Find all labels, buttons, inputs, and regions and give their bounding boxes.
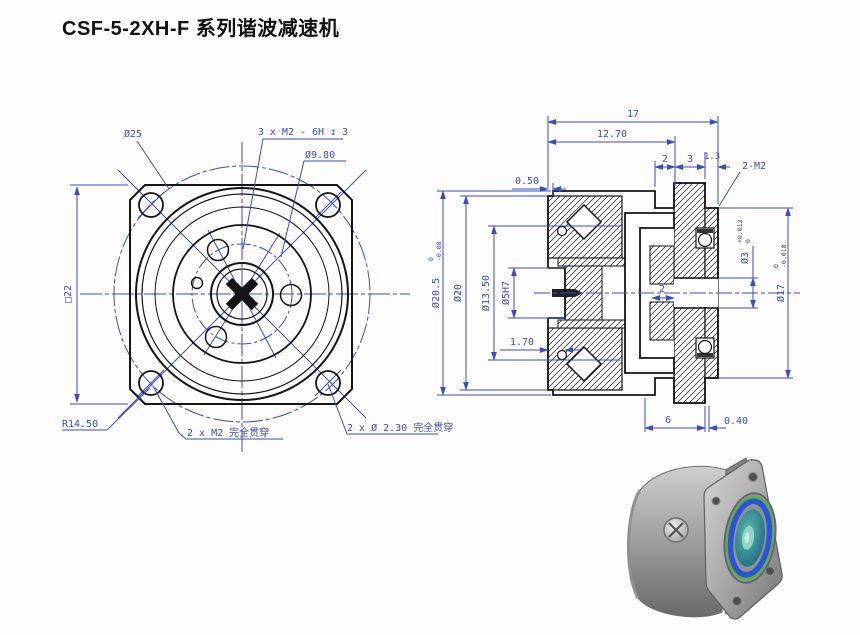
dim-front-2xd230: 2 x Ø 2.30 完全贯穿 — [347, 421, 453, 434]
dim-d3-tol-dn: 0 — [744, 239, 752, 243]
cross-roller-bearing-icon — [556, 203, 603, 383]
dim-d3-tol-up: +0.012 — [736, 219, 744, 243]
dim-2m2-label: 2-M2 — [742, 161, 766, 172]
dim-bottom-6: 6 — [665, 415, 671, 426]
ball-bearing-icon — [695, 227, 715, 359]
section-dimensions: 17 12.70 2 3 1.3 0.50 2-M2 Ø20.5 0 -0.08… — [427, 109, 793, 432]
dim-body-length: 12.70 — [597, 129, 627, 140]
flange-bolt-holes — [711, 471, 776, 607]
section-view: 17 12.70 2 3 1.3 0.50 2-M2 Ø20.5 0 -0.08… — [427, 109, 800, 432]
dim-front-tapped-holes: 3 x M2 - 6H ↧ 3 — [258, 127, 348, 138]
dim-d17: Ø17 — [775, 284, 787, 302]
drawing-title: CSF-5-2XH-F 系列谐波减速机 — [62, 18, 340, 40]
dim-d17-tol-dn: -0.018 — [780, 244, 788, 268]
dim-d5h7: Ø5H7 — [500, 281, 512, 305]
dim-d20: Ø20 — [452, 284, 464, 302]
dim-170: 1.70 — [510, 337, 534, 348]
dim-front-d980: Ø9.80 — [305, 149, 335, 161]
dim-d205-tol-dn: -0.08 — [435, 241, 443, 261]
dim-seg-13: 1.3 — [704, 152, 720, 162]
dim-seg-2: 2 — [662, 154, 668, 165]
product-photo — [626, 457, 783, 620]
dim-d205-tol-up: 0 — [427, 257, 435, 261]
dim-d17-tol-up: 0 — [772, 264, 780, 268]
dim-front-square22: □22 — [63, 285, 74, 303]
dim-d205: Ø20.5 — [430, 278, 442, 308]
dim-bottom-040: 0.40 — [724, 416, 748, 427]
dim-front-d25: Ø25 — [124, 128, 142, 140]
dim-front-r1450: R14.50 — [62, 419, 98, 430]
front-view-dimensions: Ø25 3 x M2 - 6H ↧ 3 Ø9.80 □22 R14.50 2 x… — [62, 127, 453, 440]
dim-d17-group: Ø17 0 -0.018 — [772, 244, 788, 302]
body-edge-highlight — [626, 489, 642, 599]
screw-icon — [663, 517, 689, 543]
dim-total-length: 17 — [627, 109, 639, 120]
dim-lip-050: 0.50 — [515, 176, 539, 187]
dim-d3: Ø3 — [739, 252, 751, 264]
front-view: Ø25 3 x M2 - 6H ↧ 3 Ø9.80 □22 R14.50 2 x… — [62, 127, 453, 452]
dim-front-2xm2: 2 x M2 完全贯穿 — [187, 426, 269, 439]
wave-generator-cross-icon — [225, 277, 259, 311]
dim-d205-group: Ø20.5 0 -0.08 — [427, 241, 443, 308]
output-bearing-rings — [723, 492, 777, 584]
dim-center-2: 2 — [659, 284, 665, 295]
front-view-geometry — [129, 184, 353, 405]
dim-d3-group: Ø3 +0.012 0 — [736, 219, 752, 264]
dim-d135: Ø13.50 — [480, 275, 492, 311]
dim-seg-3: 3 — [687, 154, 693, 165]
